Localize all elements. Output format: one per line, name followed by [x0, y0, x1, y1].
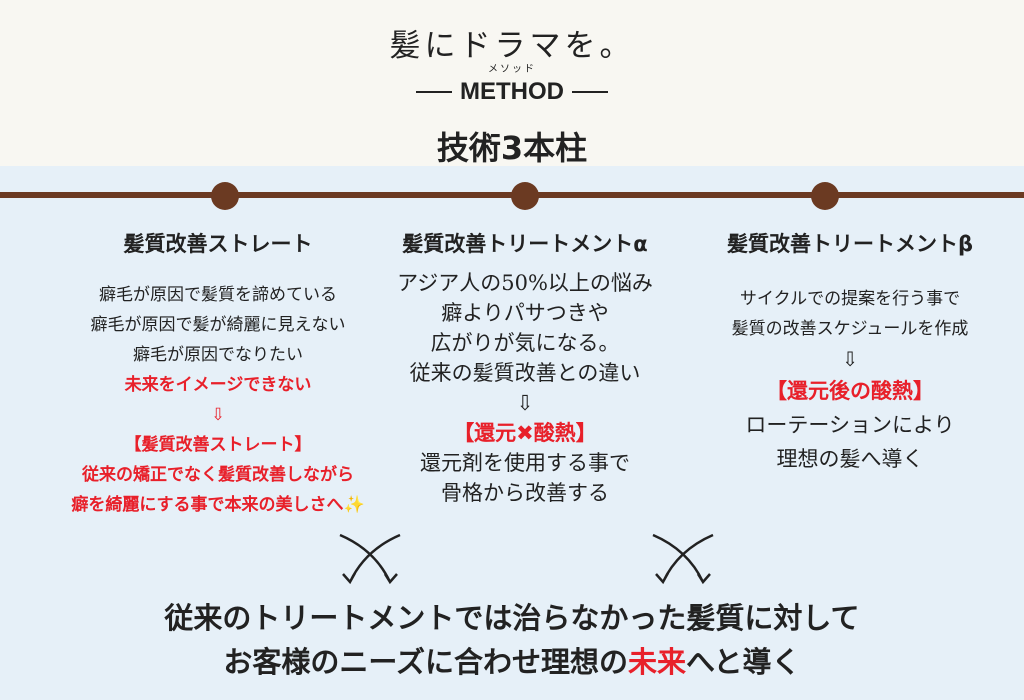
timeline-dot — [211, 182, 239, 210]
header-background — [0, 0, 1024, 166]
result-line: ローテーションにより — [745, 413, 955, 437]
timeline-dot — [511, 182, 539, 210]
crossed-arrows-icon — [339, 533, 401, 585]
bracket-label: 【髪質改善ストレート】 — [124, 435, 312, 455]
summary-line: 従来のトリートメントでは治らなかった髪質に対して — [164, 601, 860, 635]
bracket-label: 【還元後の酸熱】 — [766, 379, 934, 403]
brand-logo: 髪にドラマを。 — [389, 28, 635, 64]
text-line: 癖毛が原因で髪質を諦めている — [99, 285, 337, 305]
method-label: METHOD — [0, 78, 1024, 106]
crossed-arrows-icon — [652, 533, 714, 585]
down-arrow-icon: ⇩ — [516, 391, 534, 415]
text-line: アジア人の50%以上の悩み — [397, 271, 653, 295]
text-line: 癖毛が原因でなりたい — [133, 345, 303, 365]
timeline-dot — [811, 182, 839, 210]
bracket-label: 【還元✖酸熱】 — [453, 421, 597, 445]
method-ruby: メソッド — [488, 64, 536, 75]
summary: 従来のトリートメントでは治らなかった髪質に対して お客様のニーズに合わせ理想の未… — [0, 596, 1024, 684]
column-title: 髪質改善トリートメントβ — [726, 232, 974, 256]
summary-text: お客様のニーズに合わせ理想の — [223, 645, 628, 679]
down-arrow-icon: ⇩ — [210, 405, 226, 425]
column-treatment-alpha: 髪質改善トリートメントα アジア人の50%以上の悩み 癖よりパサつきや 広がりが… — [355, 228, 695, 508]
result-line: 骨格から改善する — [441, 481, 609, 505]
summary-line: お客様のニーズに合わせ理想の未来へと導く — [0, 640, 1024, 684]
down-arrow-icon: ⇩ — [841, 347, 859, 371]
summary-highlight: 未来 — [627, 645, 686, 679]
text-line: サイクルでの提案を行う事で — [739, 289, 961, 309]
column-treatment-beta: 髪質改善トリートメントβ サイクルでの提案を行う事で 髪質の改善スケジュールを作… — [680, 228, 1020, 476]
text-line: 髪質の改善スケジュールを作成 — [731, 319, 969, 339]
text-line: 従来の髪質改善との違い — [409, 361, 641, 385]
summary-text: へと導く — [686, 645, 801, 679]
result-line: 従来の矯正でなく髪質改善しながら — [82, 465, 354, 485]
text-line: 癖よりパサつきや — [441, 301, 609, 325]
result-line: 理想の髪へ導く — [776, 447, 924, 471]
column-title: 髪質改善ストレート — [123, 232, 313, 256]
text-line: 広がりが気になる。 — [430, 331, 620, 355]
method-text: METHOD — [460, 78, 564, 105]
page-title: 技術3本柱 — [436, 129, 588, 167]
result-line: 癖を綺麗にする事で本来の美しさへ✨ — [71, 495, 365, 515]
column-straight: 髪質改善ストレート 癖毛が原因で髪質を諦めている 癖毛が原因で髪が綺麗に見えない… — [48, 228, 388, 520]
result-line: 還元剤を使用する事で — [420, 451, 630, 475]
text-line: 癖毛が原因で髪が綺麗に見えない — [90, 315, 346, 335]
column-title: 髪質改善トリートメントα — [402, 232, 648, 256]
highlight-text: 未来をイメージできない — [124, 375, 312, 395]
